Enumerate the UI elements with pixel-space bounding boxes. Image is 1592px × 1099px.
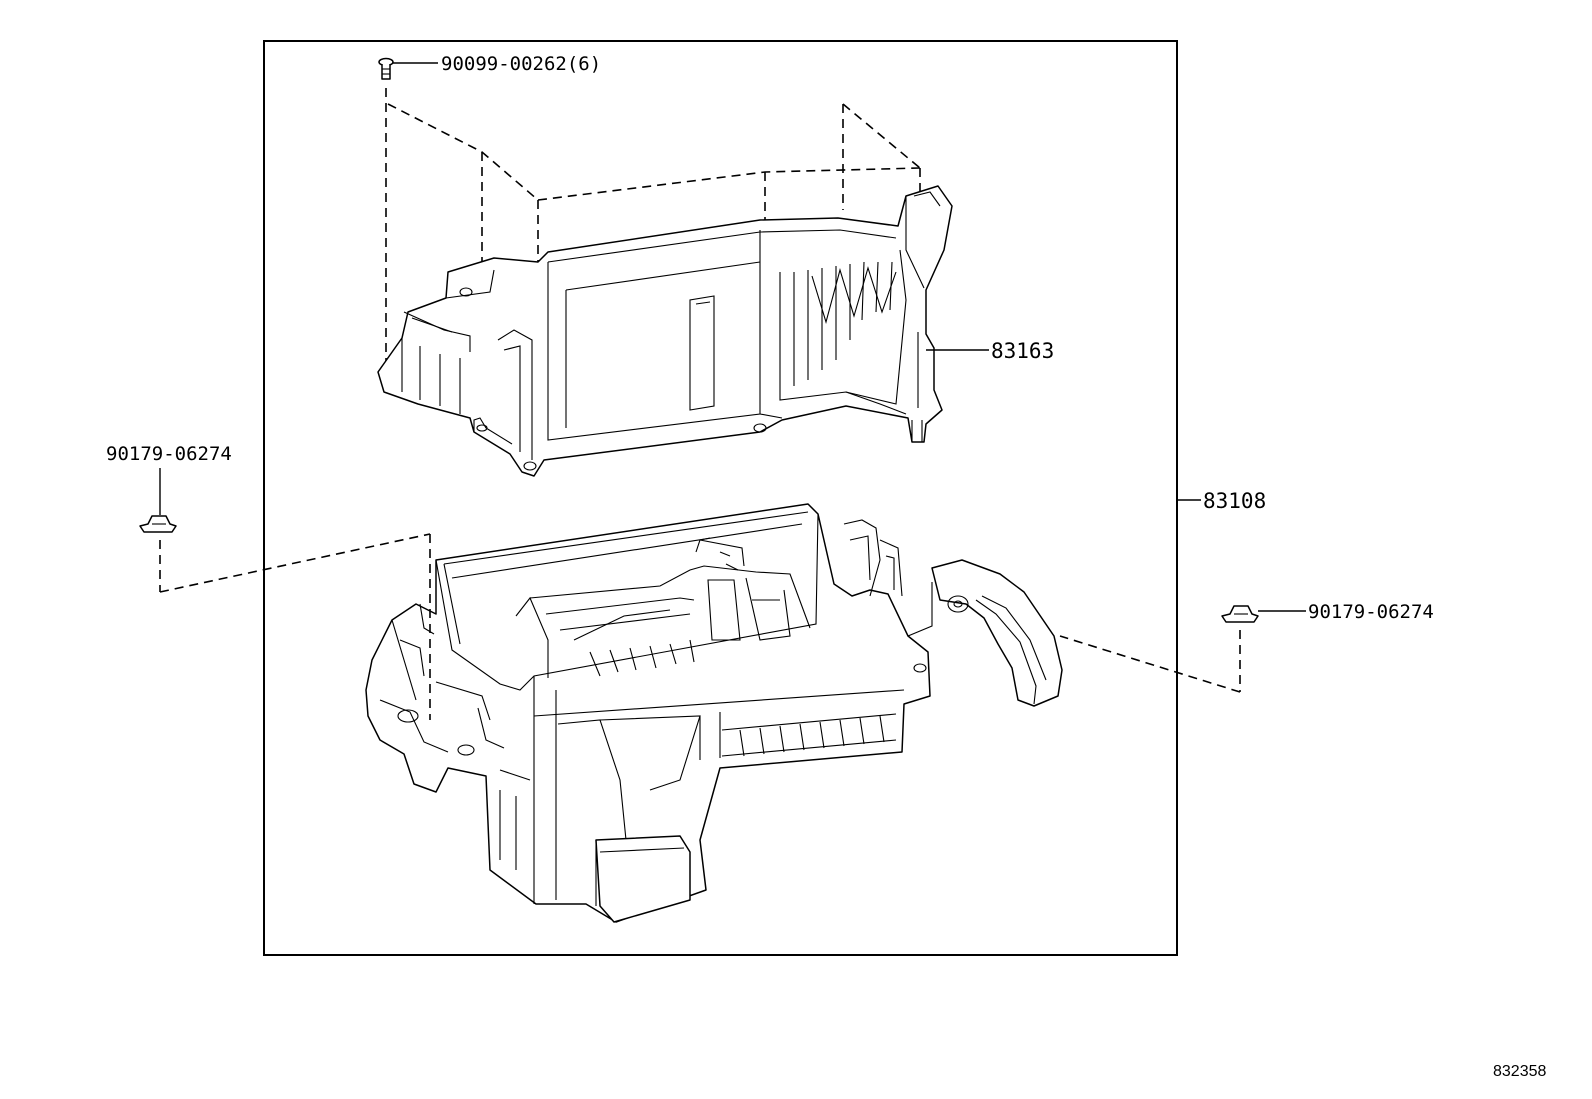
- upper-case-callout[interactable]: 83163: [991, 339, 1054, 363]
- screw-callout[interactable]: 90099-00262(6): [441, 53, 601, 75]
- figure-id: 832358: [1493, 1063, 1546, 1080]
- clip-left-assembly-line: [159, 533, 431, 720]
- clip-right-icon[interactable]: [1221, 605, 1259, 623]
- clip-right-callout[interactable]: 90179-06274: [1308, 601, 1434, 623]
- clip-left-icon[interactable]: [139, 515, 177, 533]
- screw-icon[interactable]: [378, 57, 394, 80]
- assembly-frame: [263, 40, 1178, 956]
- clip-left-callout[interactable]: 90179-06274: [106, 443, 232, 465]
- clip-right-assembly-line: [1059, 630, 1241, 693]
- lower-case-part: [365, 503, 1063, 923]
- upper-case-part[interactable]: [377, 185, 953, 477]
- assembly-callout[interactable]: 83108: [1203, 489, 1266, 513]
